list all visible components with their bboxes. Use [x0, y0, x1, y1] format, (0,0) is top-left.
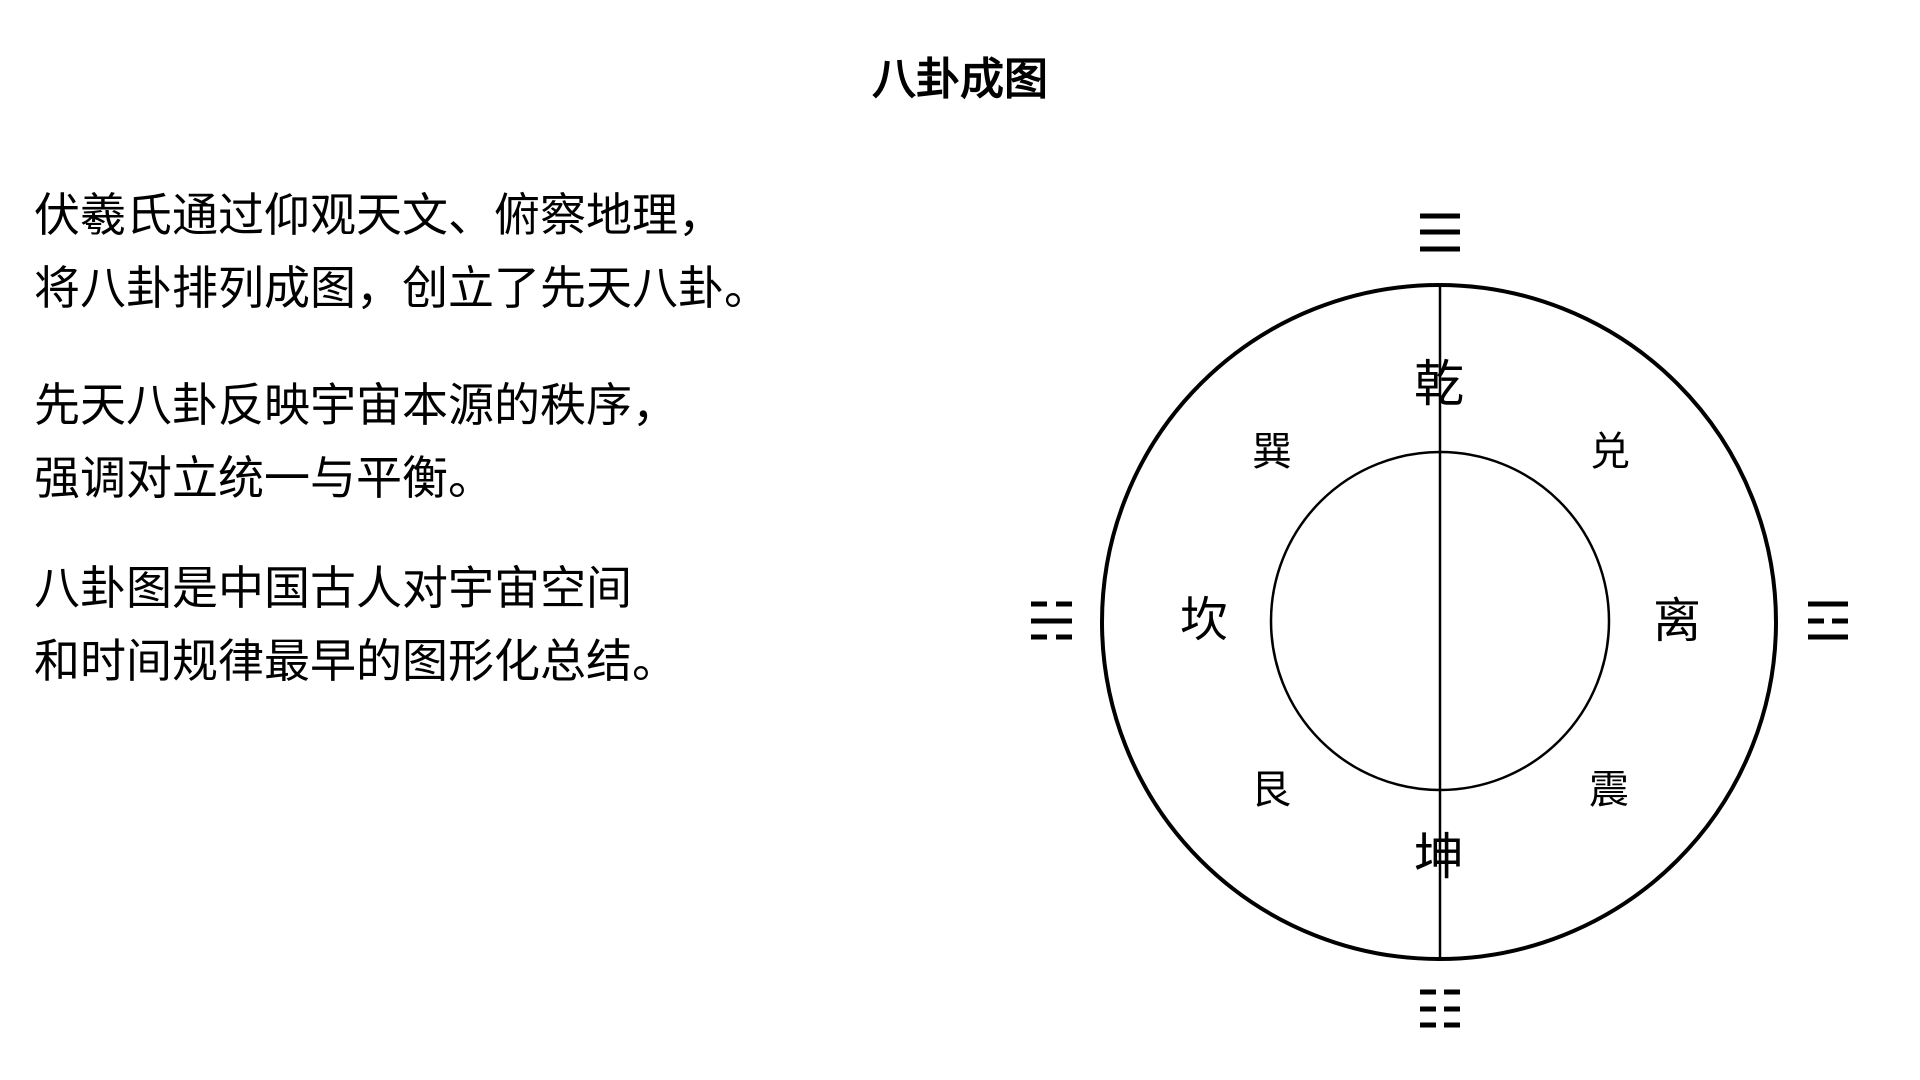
- paragraph-2-line-1: 先天八卦反映宇宙本源的秩序，: [34, 378, 678, 432]
- paragraph-1-line-2: 将八卦排列成图，创立了先天八卦。: [34, 261, 770, 315]
- label-xun: 巽: [1252, 429, 1292, 475]
- trigram-kun-icon: [1420, 989, 1460, 1028]
- paragraph-3-line-1: 八卦图是中国古人对宇宙空间: [34, 561, 632, 615]
- page-title: 八卦成图: [872, 54, 1048, 105]
- label-kun: 坤: [1414, 828, 1464, 886]
- trigram-kan-icon: [1031, 601, 1072, 640]
- label-li: 离: [1653, 593, 1701, 649]
- paragraph-1-line-1: 伏羲氏通过仰观天文、俯察地理，: [34, 188, 724, 242]
- label-kan: 坎: [1180, 592, 1228, 648]
- trigram-li-icon: [1808, 601, 1848, 640]
- paragraph-3-line-2: 和时间规律最早的图形化总结。: [34, 634, 678, 688]
- label-gen: 艮: [1251, 767, 1291, 813]
- label-qian: 乾: [1414, 355, 1464, 413]
- paragraph-2-line-2: 强调对立统一与平衡。: [34, 451, 494, 505]
- outer-circle: [1100, 283, 1778, 961]
- trigram-qian-icon: [1420, 213, 1460, 252]
- label-zhen: 震: [1589, 767, 1629, 813]
- label-dui: 兑: [1590, 429, 1630, 475]
